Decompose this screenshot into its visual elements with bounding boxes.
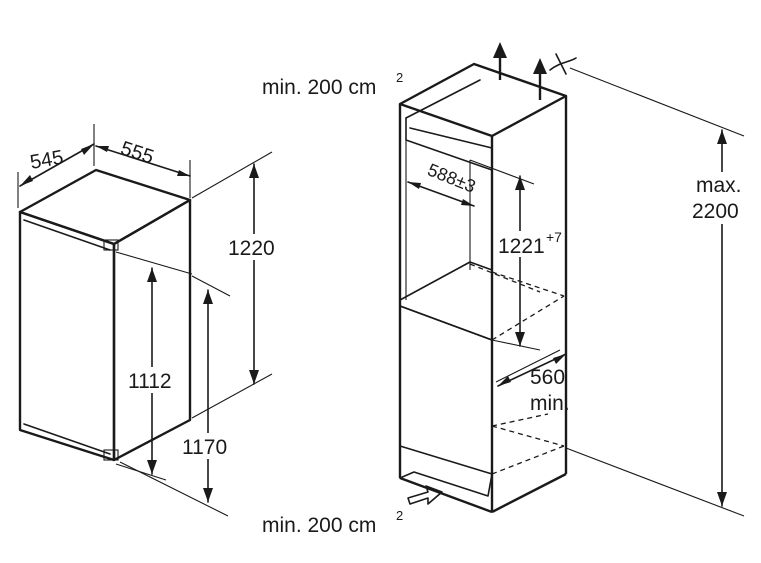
top-clearance-mark [549,53,577,75]
width-arrow-b [177,170,190,176]
height-extension-bottom [191,373,273,419]
niche-height-arrow-bottom [515,332,525,346]
depth-label: 545 [28,146,65,173]
min-depth-suffix: min. [530,392,570,415]
width-dimension-line [95,145,191,177]
vent-in-arrow [407,485,443,505]
niche-height-tolerance: +7 [546,229,562,245]
max-height-prefix: max. [696,174,742,197]
upper-shelf-back-2 [409,127,493,149]
door-hinge [103,239,119,251]
total-extension-bottom [119,461,229,517]
appliance-top-face [18,168,192,246]
max-height-value: 2200 [692,200,739,223]
lower-dash-1 [491,425,565,447]
width-arrow-a [96,146,109,152]
total-extension-top [191,275,231,297]
height-arrow-top [249,164,259,178]
inner-arrow-bottom [147,460,157,474]
vent-out-arrow-head-2 [533,58,547,74]
niche-drawing: 588±3 1221 +7 560 min. max. 2200 min. 20… [262,42,750,537]
depth-arrow-b [81,144,94,155]
upper-opening-outline [405,117,493,171]
height-label: 1220 [228,237,275,260]
min-depth-value: 560 [530,366,565,389]
niche-height-extension [491,339,541,351]
vent-top-label-superscript: 2 [396,70,403,85]
upper-shelf-back [405,79,481,119]
max-height-arrow-bottom [717,492,727,506]
height-arrow-bottom [249,370,259,384]
lower-door [399,305,493,475]
vent-top-label: min. 200 cm [262,76,376,99]
niche-width-arrow-a [408,182,421,189]
niche-height-label: 1221 [498,235,545,258]
shelf-dash-1 [491,271,565,297]
depth-dimension-line [19,143,95,187]
vent-bottom-label-superscript: 2 [396,508,403,523]
vent-bottom-label: min. 200 cm [262,514,376,537]
appliance-drawing: 545 555 1220 1112 1170 [17,124,282,517]
door-top-edge [23,219,111,251]
lower-dash-3 [491,413,549,427]
middle-shelf [399,261,493,341]
inner-arrow-top [147,268,157,282]
door-hinge-bottom [103,449,119,461]
max-height-arrow-top [717,130,727,144]
appliance-front-face [18,210,116,462]
min-depth-arrow-a [498,376,511,386]
appliance-side-face [112,198,192,462]
depth-arrow-a [20,175,33,186]
niche-base-front [399,476,493,514]
niche-width-extension [469,159,535,185]
shelf-dash-3 [469,263,541,293]
max-height-extension-top [569,67,745,137]
plinth-outline [399,445,493,497]
niche-width-arrow-b [461,199,474,206]
max-height-extension-bottom [565,447,745,517]
total-arrow-bottom [203,488,213,502]
niche-base-side [491,472,567,514]
total-height-label: 1170 [182,436,227,459]
niche-height-arrow-top [515,176,525,190]
vent-out-arrow-head [493,42,507,58]
lower-dash-2 [491,445,565,475]
inner-extension-top [115,251,193,275]
width-label: 555 [118,137,157,168]
shelf-dash-2 [491,295,565,341]
height-extension-top [191,151,273,199]
min-depth-arrow-b [553,354,566,364]
depth-extension-upper [495,349,561,383]
inner-height-label: 1112 [128,370,172,393]
total-arrow-top [203,290,213,304]
door-bottom-edge [23,423,111,455]
